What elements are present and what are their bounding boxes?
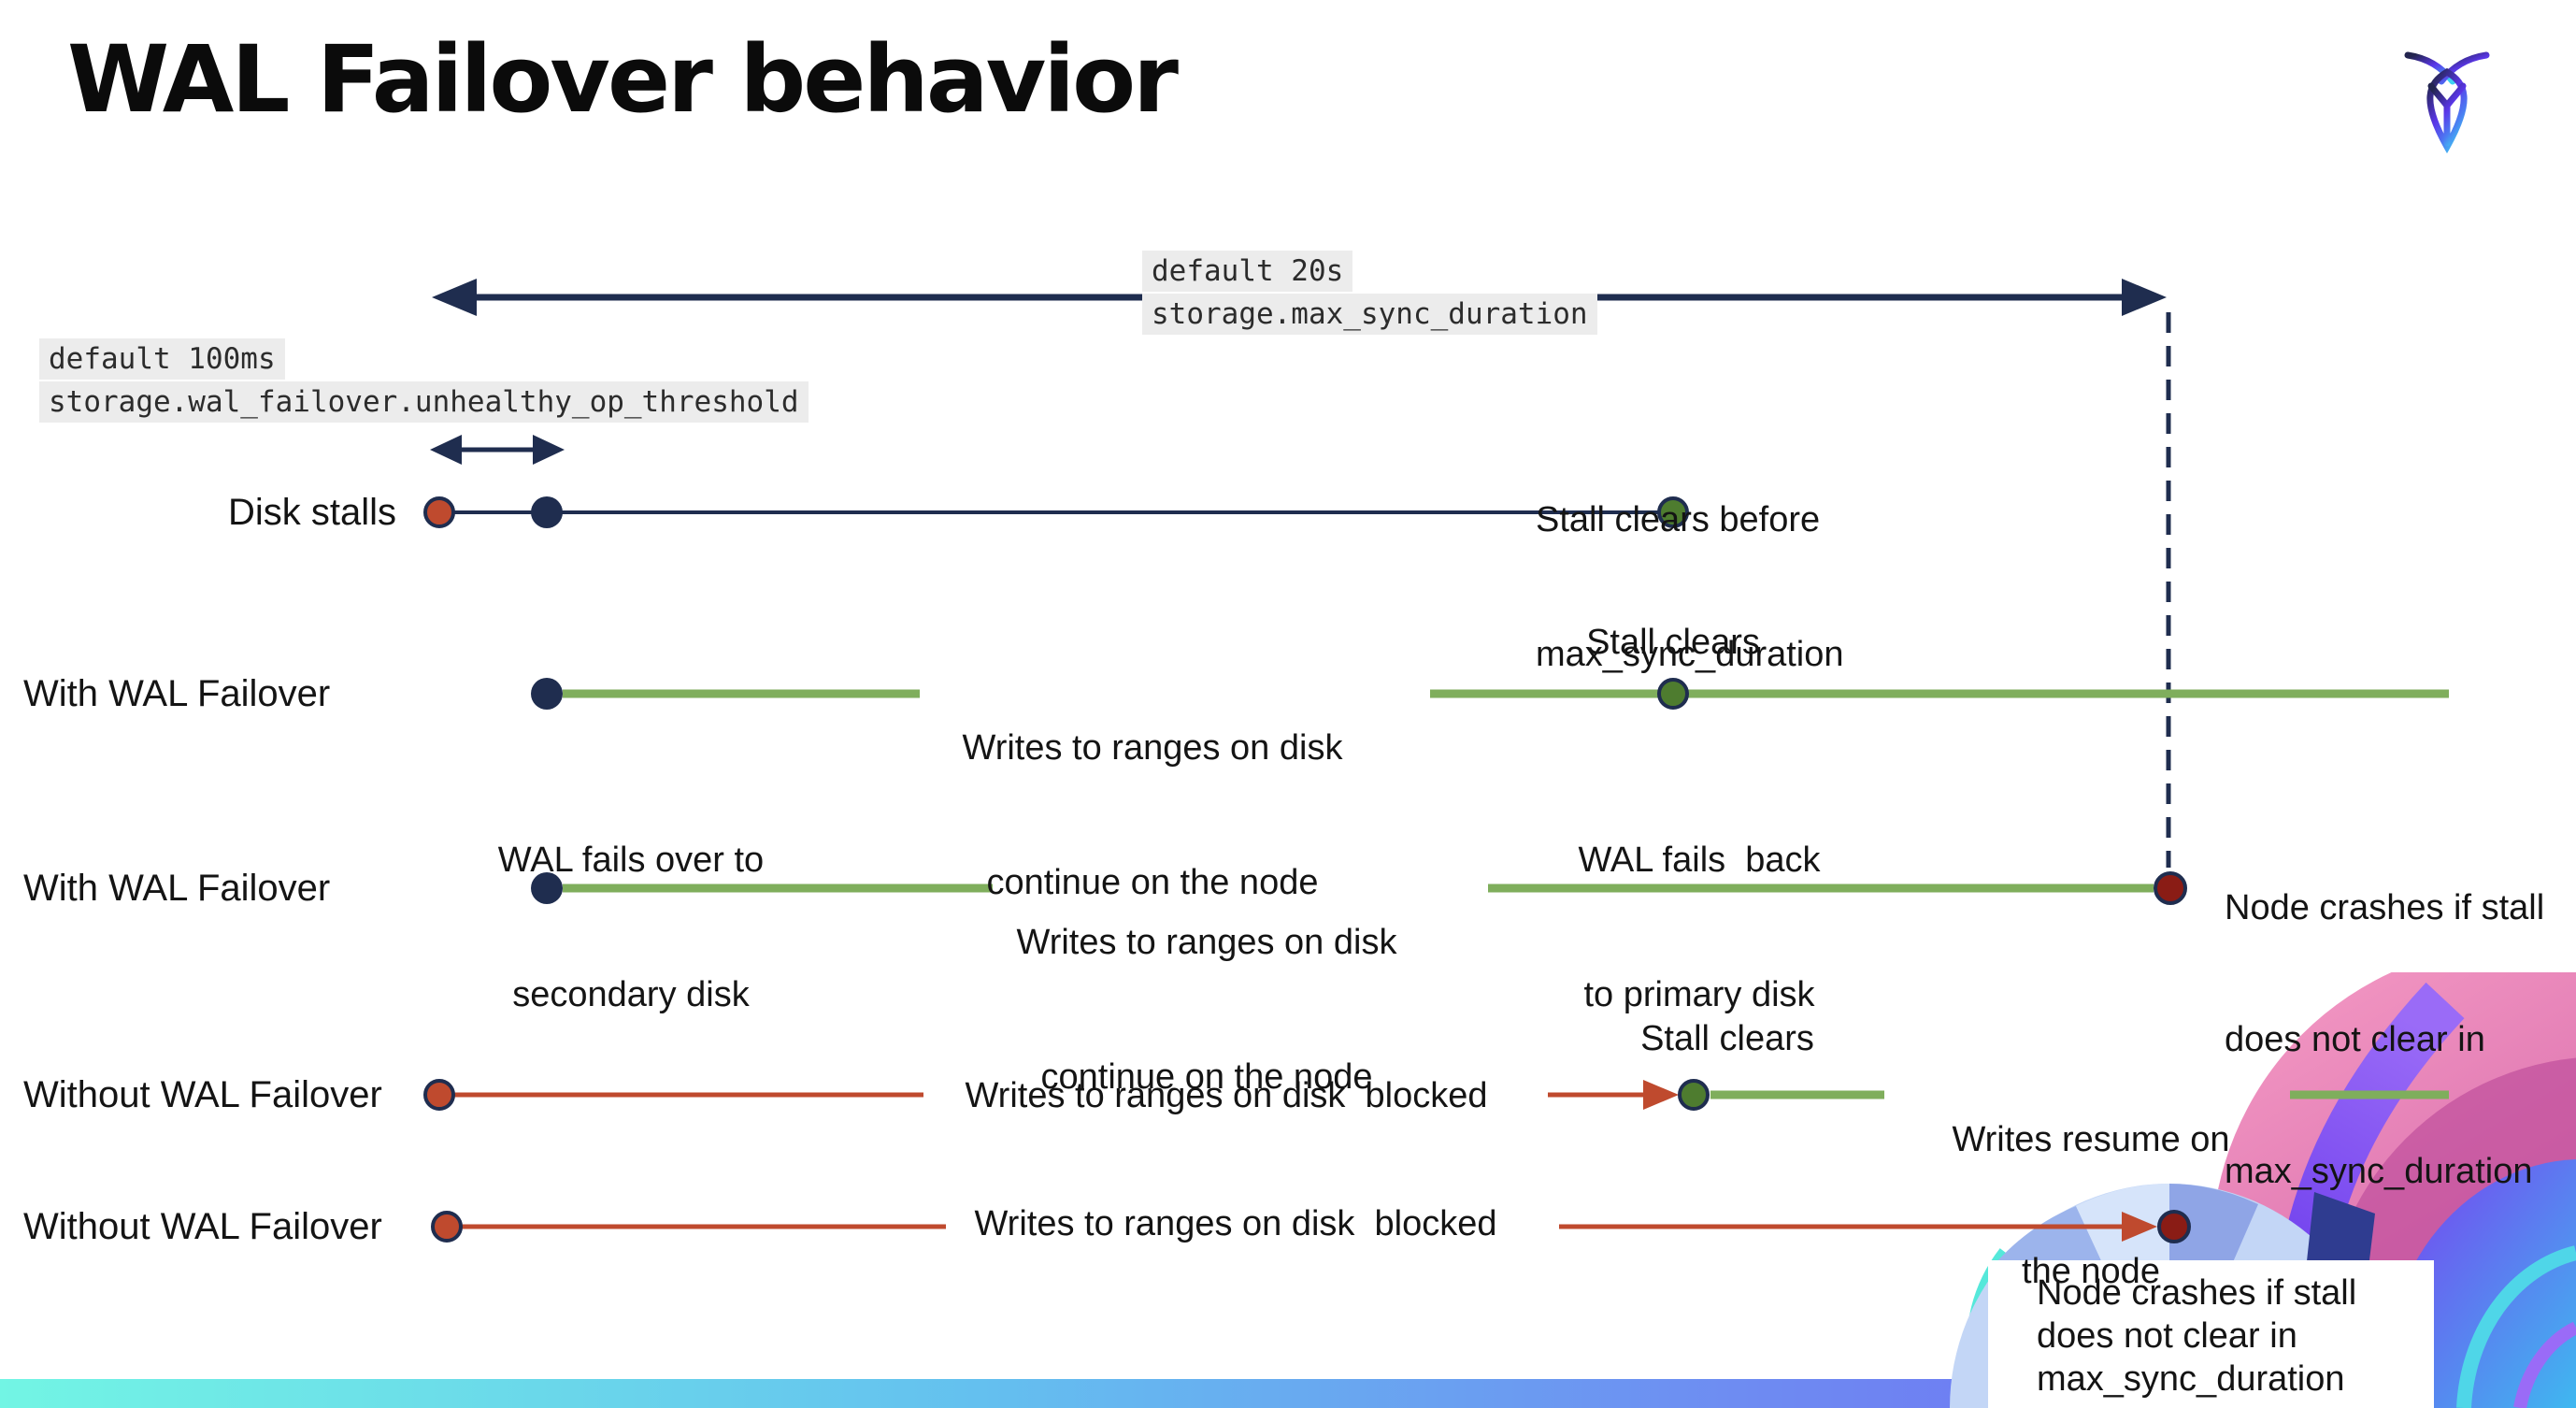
logo-antenna-right	[2438, 51, 2490, 85]
cockroachdb-logo-icon	[2404, 51, 2490, 154]
note-line: max_sync_duration	[1536, 635, 1844, 674]
timeline-without-wal-failover-2	[431, 1210, 2191, 1243]
note-wal-fails-over: WAL fails over to secondary disk	[498, 748, 764, 1062]
note-line: max_sync_duration	[2225, 1152, 2533, 1191]
stall-clear-dot	[1657, 678, 1689, 710]
note-line: does not clear in	[2225, 1020, 2485, 1059]
note-line: Writes resume on	[1952, 1120, 2230, 1159]
note-writes-resume: Writes resume on the node	[1952, 1030, 2229, 1338]
note-line: Writes to ranges on disk	[1016, 923, 1397, 962]
max-sync-setting-label: storage.max_sync_duration	[1142, 294, 1597, 335]
note-writes-continue-2: Writes to ranges on disk continue on the…	[1017, 830, 1397, 1144]
note-node-crashes-2: Node crashes if stall does not clear in …	[2037, 1272, 2356, 1401]
note-line: secondary disk	[512, 975, 750, 1014]
timeline-without-wal-failover-1	[423, 1079, 2449, 1111]
arrowhead-left-icon	[430, 435, 462, 465]
note-node-crashes-1: Node crashes if stall does not clear in …	[2225, 798, 2544, 1238]
row-label-with-wal-failover-2: With WAL Failover	[23, 868, 331, 909]
disk-stall-start-dot	[423, 1079, 455, 1111]
row-label-without-wal-failover-1: Without WAL Failover	[23, 1074, 382, 1115]
failover-dot	[531, 872, 563, 904]
note-line: Writes to ranges on disk	[962, 728, 1343, 768]
timeline-with-wal-failover-2	[531, 871, 2187, 905]
note-line: WAL fails back	[1578, 840, 1821, 880]
stall-clear-dot	[1657, 496, 1689, 528]
threshold-dot	[531, 496, 563, 528]
note-line: to primary disk	[1583, 975, 1815, 1014]
note-line: Node crashes if stall	[2225, 888, 2545, 927]
note-stall-clears-1: Stall clears	[1586, 623, 1760, 662]
note-line: continue on the node	[986, 863, 1319, 902]
logo-vein	[2427, 82, 2467, 147]
row-label-with-wal-failover-1: With WAL Failover	[23, 673, 331, 714]
node-crash-dot	[2157, 1210, 2191, 1243]
note-writes-continue-1: Writes to ranges on disk continue on the…	[963, 636, 1343, 950]
note-stall-clears-before: Stall clears before max_sync_duration	[1536, 408, 1844, 722]
row-label-disk-stalls: Disk stalls	[228, 492, 397, 533]
page-title: WAL Failover behavior	[67, 26, 1179, 134]
arrowhead-right-icon	[2122, 279, 2167, 316]
note-line: the node	[2022, 1252, 2160, 1291]
unhealthy-op-threshold-arrow	[430, 435, 565, 465]
note-line: Node crashes if stall	[2037, 1273, 2357, 1313]
note-stall-clears-2: Stall clears	[1640, 1019, 1814, 1058]
node-crash-dot	[2154, 871, 2187, 905]
unhealthy-op-setting-label: storage.wal_failover.unhealthy_op_thresh…	[39, 381, 809, 423]
note-line: does not clear in	[2037, 1316, 2297, 1356]
note-writes-blocked-2: Writes to ranges on disk blocked	[974, 1204, 1497, 1243]
note-writes-blocked-1: Writes to ranges on disk blocked	[965, 1076, 1488, 1115]
logo-antenna-left	[2404, 51, 2456, 85]
arrowhead-right-icon	[533, 435, 565, 465]
failover-dot	[531, 678, 563, 710]
row-label-without-wal-failover-2: Without WAL Failover	[23, 1206, 382, 1247]
unhealthy-op-default-label: default 100ms	[39, 338, 285, 380]
note-line: continue on the node	[1040, 1057, 1373, 1097]
note-line: Stall clears before	[1536, 500, 1821, 539]
note-line: max_sync_duration	[2037, 1359, 2345, 1399]
max-sync-default-label: default 20s	[1142, 251, 1353, 292]
note-wal-fails-back: WAL fails back to primary disk	[1578, 748, 1820, 1062]
note-line: WAL fails over to	[497, 840, 765, 880]
arrowhead-right-icon	[2122, 1212, 2157, 1242]
arrowhead-left-icon	[432, 279, 477, 316]
timeline-disk-stalls	[423, 496, 1689, 528]
node-crash-callout: Node crashes if stall does not clear in …	[1988, 1260, 2434, 1408]
arrowhead-right-icon	[1643, 1080, 1679, 1110]
disk-stall-start-dot	[423, 496, 455, 528]
timeline-with-wal-failover-1	[531, 678, 2449, 710]
stall-clear-dot	[1678, 1079, 1710, 1111]
art-dome-right	[2386, 1159, 2576, 1408]
disk-stall-start-dot	[431, 1211, 463, 1243]
